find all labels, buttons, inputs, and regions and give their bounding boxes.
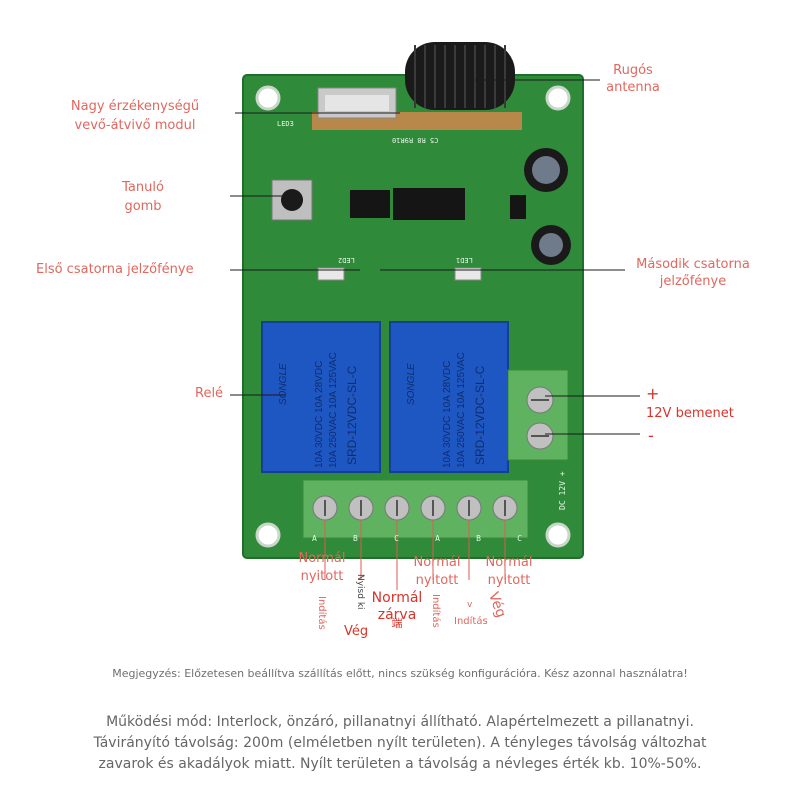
no1-line2: nyitott — [300, 569, 344, 584]
terminal-letter: A — [435, 534, 440, 543]
silk-dc12v: DC 12V + — [558, 471, 567, 510]
normally-open-label-1: Normál nyitott — [292, 550, 352, 586]
led2-label: Második csatorna jelzőfénye — [628, 256, 758, 290]
terminal-letter: C — [517, 534, 522, 543]
start-label-2: Indítás — [430, 594, 441, 628]
ic-chip — [393, 188, 465, 220]
ic-chip — [350, 190, 390, 218]
relay-2 — [389, 321, 509, 473]
plus-label: + — [646, 384, 660, 403]
mount-hole — [255, 522, 281, 548]
terminal-letters: A B C A B C — [312, 534, 522, 543]
relay-1 — [261, 321, 381, 473]
description-line-2: Távirányító távolság: 200m (elméletben n… — [93, 735, 707, 751]
output-terminal-block — [302, 479, 529, 539]
minus-label: - — [648, 426, 654, 445]
no1-line1: Normál — [298, 551, 346, 566]
terminal-letter: B — [353, 534, 358, 543]
mount-hole — [545, 522, 571, 548]
capacitor — [531, 225, 571, 265]
silk-led2: LED2 — [338, 256, 355, 264]
mount-hole — [545, 85, 571, 111]
nc-line2: zárva — [377, 607, 417, 623]
led1-label: Első csatorna jelzőfénye — [36, 262, 194, 277]
pointer-lines — [230, 79, 640, 435]
module-label-line2: vevő-átvivő modul — [74, 118, 196, 133]
description-line-3: zavarok és akadályok miatt. Nyílt terüle… — [98, 756, 702, 772]
led-indicator-2 — [454, 267, 482, 281]
capacitor — [524, 148, 568, 192]
nc-line1: Normál — [371, 590, 423, 606]
nc-extra: 端 — [391, 617, 403, 630]
relay1-brand: SONGLE — [278, 363, 289, 405]
no2-line2: nyitott — [415, 573, 459, 588]
led-indicator-1 — [317, 267, 345, 281]
relay1-spec1: 10A 250VAC 10A 125VAC — [328, 352, 339, 468]
button-label: Tanuló gomb — [108, 178, 178, 216]
button-label-line1: Tanuló — [122, 180, 164, 195]
button-label-line2: gomb — [124, 199, 162, 214]
no2-line1: Normál — [413, 555, 461, 570]
no3-line1: Normál — [485, 555, 533, 570]
module-label: Nagy érzékenységű vevő-átvivő modul — [55, 97, 215, 135]
normally-open-label-2: Normál nyitott — [406, 554, 468, 590]
normally-closed-label: Normál zárva 端 — [362, 590, 432, 629]
no3-line2: nyitott — [487, 573, 531, 588]
terminal-letter: B — [476, 534, 481, 543]
start-label-3: Indítás — [454, 616, 488, 627]
end-label-1: Vég — [344, 624, 369, 639]
description-line-1: Működési mód: Interlock, önzáró, pillana… — [106, 714, 694, 730]
v-small-label: v — [467, 600, 473, 610]
relay2-spec2: 10A 30VDC 10A 28VDC — [442, 360, 453, 468]
silk-resistors: C5 R8 R9R10 — [392, 136, 439, 144]
antenna-label-line2: antenna — [606, 80, 660, 95]
start-label-1: Indítás — [316, 596, 327, 630]
spring-antenna — [405, 42, 515, 110]
input-label: 12V bemenet — [646, 406, 734, 421]
relay2-spec1: 10A 250VAC 10A 125VAC — [456, 352, 467, 468]
mount-hole — [255, 85, 281, 111]
terminal-lines — [324, 520, 506, 590]
silk-led1: LED1 — [456, 256, 473, 264]
transistor — [510, 195, 526, 219]
module-label-line1: Nagy érzékenységű — [70, 99, 200, 114]
normally-open-label-3: Normál nyitott — [478, 554, 540, 590]
footer-note: Megjegyzés: Előzetesen beállítva szállít… — [112, 667, 688, 680]
power-terminal — [507, 369, 569, 461]
antenna-label-line1: Rugós — [613, 63, 653, 78]
led2-label-line1: Második csatorna — [636, 257, 750, 272]
relay-label: Relé — [195, 386, 224, 401]
silk-led3: LED3 — [277, 120, 294, 128]
terminal-letter: A — [312, 534, 317, 543]
relay2-brand: SONGLE — [406, 363, 417, 405]
relay1-model: SRD-12VDC-SL-C — [345, 365, 359, 465]
relay2-model: SRD-12VDC-SL-C — [473, 365, 487, 465]
relay1-spec2: 10A 30VDC 10A 28VDC — [314, 360, 325, 468]
antenna-label: Rugós antenna — [598, 62, 668, 96]
open-label: Nyisd ki — [355, 574, 365, 610]
led2-label-line2: jelzőfénye — [659, 274, 727, 289]
learn-button — [271, 179, 313, 221]
terminal-letter: C — [394, 534, 399, 543]
